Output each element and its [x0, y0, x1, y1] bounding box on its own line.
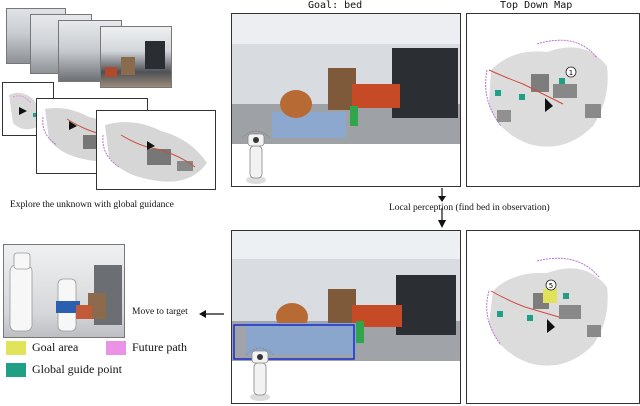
map-step-top: 1 [569, 69, 573, 77]
legend-item-guide: Global guide point [6, 362, 122, 377]
caption-local-perception: Local perception (find bed in observatio… [389, 203, 550, 213]
top-down-map-top: 1 [466, 13, 640, 187]
map-step-bottom: 5 [549, 282, 553, 290]
top-down-header: Top Down Map [500, 0, 573, 11]
legend-item-future-path: Future path [106, 340, 187, 355]
left-observation-stack: Explore the unknown with global guidance [0, 0, 220, 210]
observation-bottom [231, 230, 461, 404]
future-path-swatch [106, 340, 126, 355]
goal-area-marker [543, 289, 557, 303]
observation-frame-4 [100, 26, 172, 88]
robot-photo [3, 244, 125, 338]
top-down-map-bottom: 5 [466, 230, 640, 404]
connector-arrow-2 [199, 310, 224, 318]
legend-label-guide: Global guide point [32, 362, 122, 376]
guide-point-swatch [6, 362, 26, 377]
map-frame-3 [96, 110, 216, 190]
connector-arrow-1 [438, 188, 446, 228]
observation-top [231, 13, 461, 187]
caption-explore: Explore the unknown with global guidance [10, 200, 174, 210]
detection-box [233, 324, 355, 360]
legend: Goal area Future path Global guide point [6, 340, 236, 402]
robot-icon-bottom [245, 347, 275, 401]
legend-item-goal: Goal area [6, 340, 78, 355]
goal-header: Goal: bed [308, 0, 363, 11]
caption-move-to-target: Move to target [132, 307, 188, 317]
legend-label-future-path: Future path [132, 340, 187, 354]
robot-icon [241, 130, 271, 184]
goal-area-swatch [6, 340, 26, 355]
legend-label-goal: Goal area [32, 340, 79, 354]
